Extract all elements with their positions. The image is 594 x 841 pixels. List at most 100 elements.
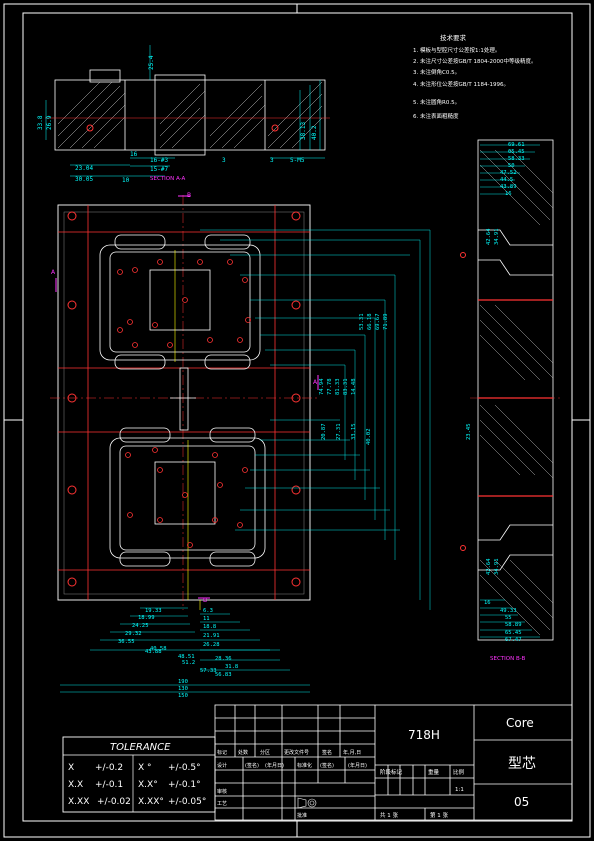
tol-r0-c2: X ° [138,763,152,773]
tr2-1: (签名) [245,762,259,769]
tol-r0-c0: X [68,763,74,773]
note-6: 6. 未注表面粗糙度 [413,112,459,120]
vdim-10: 27.31 [336,423,342,440]
marker-b-top: B [187,192,191,199]
vdim-3: 71.89 [383,313,389,330]
dim-a-2: 30.05 [75,176,93,183]
stage-mark-header: 阶段标记 [380,768,403,776]
tol-r2-c1: +/-0.02 [97,797,131,807]
dim-a-1: 23.04 [75,165,93,172]
rdim-6: 43.89 [500,184,517,190]
tol-r1-c1: +/-0.1 [95,780,123,790]
plan-dim-leaders [60,229,431,693]
bdim-8: 51.2 [182,660,195,666]
th-3: 更改文件号 [284,749,309,756]
bsdim-7: 56.83 [215,672,232,678]
vdim-7: 83.31 [343,378,349,395]
vdim-8: 14.48 [351,378,357,395]
tol-r2-c2: X.XX° [138,797,164,807]
rdim-13: 67.47 [505,637,522,643]
dim-a-5: 16-#3 [150,157,168,164]
bottom-dims: 19.33 18.99 24.25 29.32 36.55 40.58 43.8… [118,608,238,699]
bsdim-6: 31.8 [225,664,238,670]
dim-a-11: 26.9 [46,115,53,130]
tol-r0-c3: +/-0.5° [168,763,201,773]
sheet-count: 共 1 张 [380,811,398,819]
vdim-12: 40.02 [366,428,372,445]
rdim-1: 65.45 [508,149,525,155]
section-b-label: SECTION B-B [490,656,526,662]
tol-r2-c3: +/-0.05° [168,797,206,807]
note-4: 4. 未注形位公差按GB/T 1184-1996。 [413,80,509,88]
th-0: 标记 [217,749,227,756]
marker-a-right: A [313,379,318,386]
tr3-0: 审核 [217,788,227,795]
rdim-9: 49.33 [500,608,517,614]
marker-a-left: A [51,269,56,276]
bdim-2: 24.25 [132,623,149,629]
tol-r1-c2: X.X° [138,780,158,790]
bdim-11: 130 [178,686,188,692]
centering-marks [4,4,590,837]
projection-symbol [297,797,317,809]
vdim-2: 69.67 [375,313,381,330]
screw-holes [67,211,301,587]
section-b-view: 69.61 65.45 58.33 50 47.52 44.5 43.89 16… [460,139,560,662]
rdim-4: 47.52 [500,170,517,176]
vdim-6: 81.33 [335,378,341,395]
tol-r1-c0: X.X [68,780,83,790]
bsdim-0: 6.3 [203,608,213,614]
tol-r1-c3: +/-0.1° [168,780,201,790]
tr3-2: 批准 [297,812,307,819]
marker-b-bottom: B [203,597,207,604]
drawing-number: 05 [514,795,529,809]
sheet-inner-frame [22,12,573,822]
vdim-4: 74.94 [319,378,325,395]
rdim-17: 34.91 [494,558,500,575]
tr2-2: (年月日) [265,762,284,769]
vdim-11: 33.15 [351,423,357,440]
tolerance-title: TOLERANCE [110,742,171,753]
sheet-outer-frame [3,3,591,838]
vdim-1: 66.18 [367,313,373,330]
bdim-0: 19.33 [145,608,162,614]
th-2: 分区 [260,749,270,756]
bdim-1: 18.99 [138,615,155,621]
rdim-18: 23.45 [466,423,472,440]
main-plan-view: A A B B [50,192,320,610]
rdim-3: 50 [508,163,515,169]
core-plate-outline [57,204,311,601]
dim-a-7: 3 [222,157,226,164]
note-2: 2. 未注尺寸公差按GB/T 1804-2000中等级精度。 [413,57,536,65]
technical-notes: 技术要求 1. 模板与型腔尺寸公差按1:1处理。 2. 未注尺寸公差按GB/T … [413,33,536,120]
tol-r2-c0: X.XX [68,797,89,807]
cavity-lower [109,427,266,567]
vdim-9: 20.87 [321,423,327,440]
bdim-6: 43.88 [145,649,162,655]
bdim-5: 40.58 [150,646,167,652]
th-1: 处数 [238,749,248,756]
rdim-5: 44.5 [500,177,513,183]
note-3: 3. 未注倒角C0.5。 [413,68,460,76]
vdim-5: 77.78 [327,378,333,395]
section-markers: A A B B [51,192,319,604]
cavity-upper [99,234,261,370]
rdim-8: 16 [484,600,491,606]
weight-header: 重量 [428,768,440,776]
tr2-4: (签名) [320,762,334,769]
bsdim-5: 28.36 [215,656,232,662]
rdim-10: 55 [505,615,512,621]
scale-value: 1:1 [455,787,464,793]
rdim-16: 42.64 [486,558,492,575]
th-5: 年,月,日 [343,749,361,756]
sheet-number: 第 1 张 [430,811,448,819]
title-block: 718H Core 型芯 05 1:1 共 1 张 第 1 张 阶段标记 重量 … [214,704,573,821]
tr2-0: 设计 [217,762,227,769]
dim-a-9: 3 [270,157,274,164]
dim-a-14: 25.4 [148,55,155,70]
tolerance-table: TOLERANCE X +/-0.2 X ° +/-0.5° X.X +/-0.… [62,736,216,813]
bsdim-4: 26.28 [203,642,220,648]
note-1: 1. 模板与型腔尺寸公差按1:1处理。 [413,46,500,54]
dim-a-10: 33.8 [37,115,44,130]
dim-a-6: 15-#7 [150,166,168,173]
